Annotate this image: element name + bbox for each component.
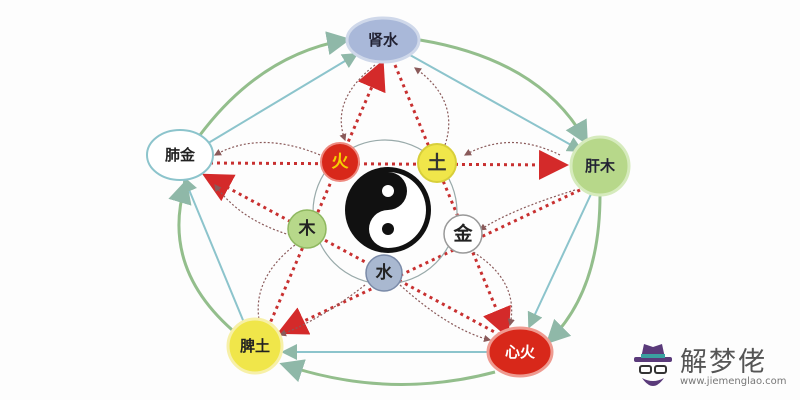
hat-man-logo-icon <box>634 344 672 386</box>
watermark: 解梦佬 www.jiemenglao.com <box>628 338 798 398</box>
svg-text:心火: 心火 <box>505 343 536 361</box>
node-wood: 木 <box>287 209 327 249</box>
svg-text:水: 水 <box>376 262 394 283</box>
node-water: 水 <box>365 254 403 292</box>
yin-yang-icon <box>345 167 431 253</box>
watermark-title: 解梦佬 <box>680 347 767 378</box>
node-kidney-water: 肾水 <box>345 16 421 64</box>
node-lung-metal: 肺金 <box>146 129 214 181</box>
node-spleen-earth: 脾土 <box>226 317 284 375</box>
node-liver-wood: 肝木 <box>569 135 631 197</box>
svg-text:脾土: 脾土 <box>240 337 270 355</box>
svg-text:肝木: 肝木 <box>585 157 616 175</box>
counter-arrows <box>213 64 576 343</box>
svg-text:木: 木 <box>298 218 317 239</box>
svg-text:金: 金 <box>452 222 473 245</box>
node-metal: 金 <box>443 214 483 254</box>
svg-text:肺金: 肺金 <box>165 146 196 164</box>
generating-cycle-arcs <box>168 31 602 386</box>
node-earth: 土 <box>417 143 457 183</box>
svg-text:火: 火 <box>332 152 350 172</box>
node-fire: 火 <box>320 142 360 182</box>
node-heart-fire: 心火 <box>486 326 554 378</box>
svg-text:土: 土 <box>427 152 446 174</box>
pentagon-lines <box>182 52 593 360</box>
controlling-star-lines <box>202 59 581 339</box>
watermark-url: www.jiemenglao.com <box>680 376 787 387</box>
svg-text:肾水: 肾水 <box>368 31 399 49</box>
